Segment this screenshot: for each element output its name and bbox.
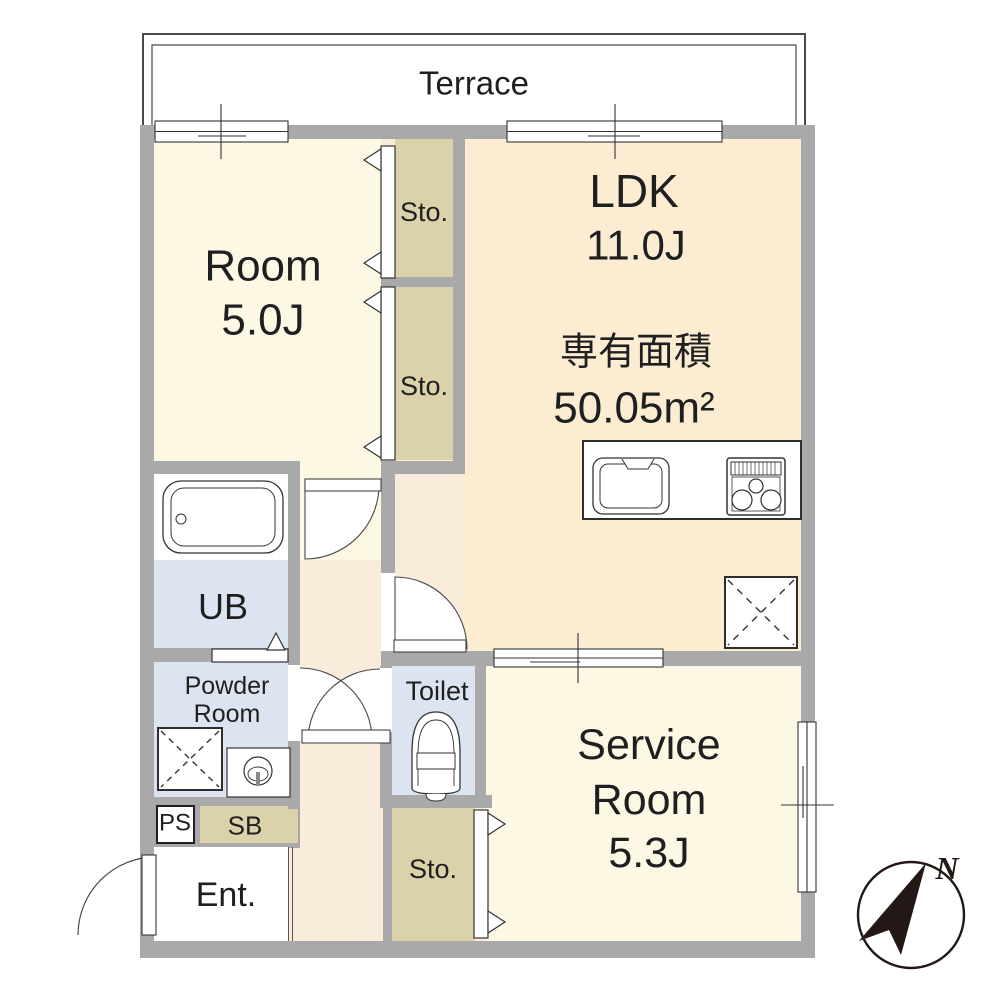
- window-room-top: [154, 104, 289, 159]
- doorway-powder: [288, 665, 300, 741]
- refrigerator-space-icon: [724, 576, 798, 649]
- closet-door-storage1: [362, 145, 396, 279]
- toilet-label: Toilet: [405, 675, 469, 706]
- powder-room-label-line2: Room: [193, 700, 261, 728]
- storage2-floor: [395, 287, 453, 460]
- door-hall-ldk: [393, 576, 468, 653]
- kitchen-counter: [582, 440, 802, 520]
- entrance-label: Ent.: [195, 875, 257, 914]
- ldk-size: 11.0J: [586, 221, 686, 269]
- wall-storage-east: [453, 139, 465, 474]
- closet-door-storage3: [473, 809, 507, 939]
- room-size: 5.0J: [221, 295, 305, 345]
- terrace-label: Terrace: [418, 64, 530, 102]
- compass-north-label: N: [934, 850, 960, 886]
- ub-folding-door: [211, 631, 289, 663]
- bathtub-icon: [162, 480, 284, 554]
- wall-room-bottom: [140, 461, 300, 474]
- terrace-outer-border: [142, 33, 806, 125]
- sb-label: SB: [227, 810, 263, 841]
- entrance-floor: [154, 847, 288, 941]
- service-room-size: 5.3J: [608, 828, 690, 877]
- storage3-floor: [392, 808, 475, 941]
- exclusive-area-value: 50.05m²: [553, 383, 715, 433]
- storage1-label: Sto.: [399, 196, 449, 227]
- doorway-ldk: [381, 573, 395, 651]
- service-room-name-line1: Service: [577, 720, 721, 769]
- storage2-label: Sto.: [399, 370, 449, 401]
- washer-space-icon: [157, 727, 223, 791]
- wall-hall-storage3: [383, 808, 392, 941]
- powder-room-label-line1: Powder: [184, 672, 270, 700]
- wall-storage-divider: [381, 277, 453, 287]
- window-ldk-top: [506, 104, 723, 159]
- closet-door-storage2: [362, 286, 396, 461]
- doorway-toilet: [380, 668, 392, 732]
- wall-bottom: [140, 941, 815, 958]
- pipe-space-box: [156, 805, 195, 844]
- door-entrance: [77, 854, 157, 936]
- ldk-name: LDK: [589, 165, 679, 218]
- storage3-label: Sto.: [408, 853, 458, 884]
- toilet-icon: [411, 711, 461, 802]
- door-powder-hall: [299, 667, 391, 744]
- entrance-step-edge: [288, 847, 293, 941]
- shoe-box: [200, 806, 298, 843]
- wall-left: [140, 125, 154, 958]
- terrace-inner-border: [151, 44, 797, 125]
- storage1-floor: [395, 139, 453, 278]
- compass-icon: N: [856, 850, 966, 970]
- service-room-floor: [486, 666, 801, 941]
- ps-label: PS: [158, 809, 192, 837]
- wall-below-storage2: [381, 461, 465, 474]
- ub-label: UB: [197, 585, 249, 627]
- window-service-right: [781, 721, 834, 893]
- room-floor: [154, 139, 381, 461]
- ldk-floor: [462, 139, 801, 651]
- room-name: Room: [204, 241, 322, 291]
- stove-icon: [726, 457, 786, 516]
- window-ldk-service: [493, 633, 664, 683]
- vanity-sink-icon: [226, 747, 291, 798]
- exclusive-area-label: 専有面積: [559, 331, 713, 374]
- north-arrow-icon: [859, 863, 926, 955]
- wall-toilet-east: [475, 651, 486, 808]
- door-toilet-hall: [307, 668, 381, 742]
- kitchen-sink-icon: [592, 457, 670, 515]
- ub-floor: [154, 560, 288, 649]
- service-room-name-line2: Room: [591, 775, 707, 824]
- door-room-corridor: [304, 478, 382, 560]
- wall-ldk-west: [381, 474, 395, 573]
